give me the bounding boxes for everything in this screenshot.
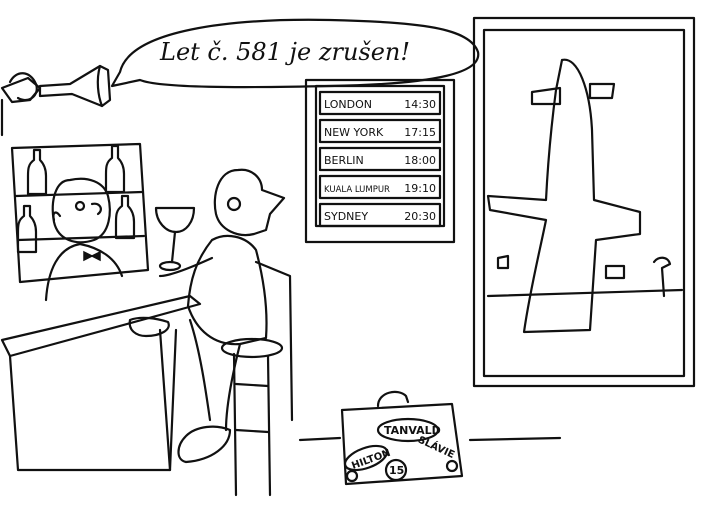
board-row — [318, 202, 442, 228]
bottle-icon — [16, 204, 38, 254]
board-city: LONDON — [324, 98, 372, 111]
airplane-icon — [486, 58, 642, 334]
board-time: 14:30 — [404, 98, 436, 111]
suitcase: TANVALD HILTON 15 SLÁVIE — [340, 390, 464, 486]
bottle-icon — [26, 148, 48, 196]
hand — [128, 316, 170, 338]
board-row — [318, 90, 442, 116]
board-row — [318, 174, 442, 200]
airport-window — [472, 16, 696, 388]
loudspeaker-icon — [0, 64, 112, 137]
board-time: 17:15 — [404, 126, 436, 139]
board-time: 19:10 — [404, 182, 436, 195]
board-time: 20:30 — [404, 210, 436, 223]
board-row — [318, 118, 442, 144]
speech-bubble: Let č. 581 je zrušen! — [110, 18, 480, 89]
suitcase-sticker-number: 15 — [389, 464, 404, 477]
seated-man — [158, 168, 286, 464]
wine-glass-icon — [154, 206, 196, 272]
bar-stool — [220, 337, 284, 497]
board-time: 18:00 — [404, 154, 436, 167]
board-city: BERLIN — [324, 154, 364, 167]
bottle-icon — [104, 144, 126, 194]
suitcase-sticker-tanvald: TANVALD — [384, 424, 441, 437]
board-city: SYDNEY — [324, 210, 368, 223]
board-row — [318, 146, 442, 172]
partition — [254, 260, 294, 422]
bow-tie-icon — [83, 250, 101, 262]
bar-shelf — [10, 142, 150, 284]
speech-bubble-text: Let č. 581 je zrušen! — [159, 38, 410, 66]
floor-line — [298, 436, 562, 442]
suitcase-sticker-slavie: SLÁVIE — [416, 433, 457, 461]
bottle-icon — [114, 194, 136, 240]
board-city: NEW YORK — [324, 126, 384, 139]
board-city: KUALA LUMPUR — [324, 185, 390, 195]
bar-counter — [0, 294, 202, 472]
bartender — [44, 177, 124, 302]
